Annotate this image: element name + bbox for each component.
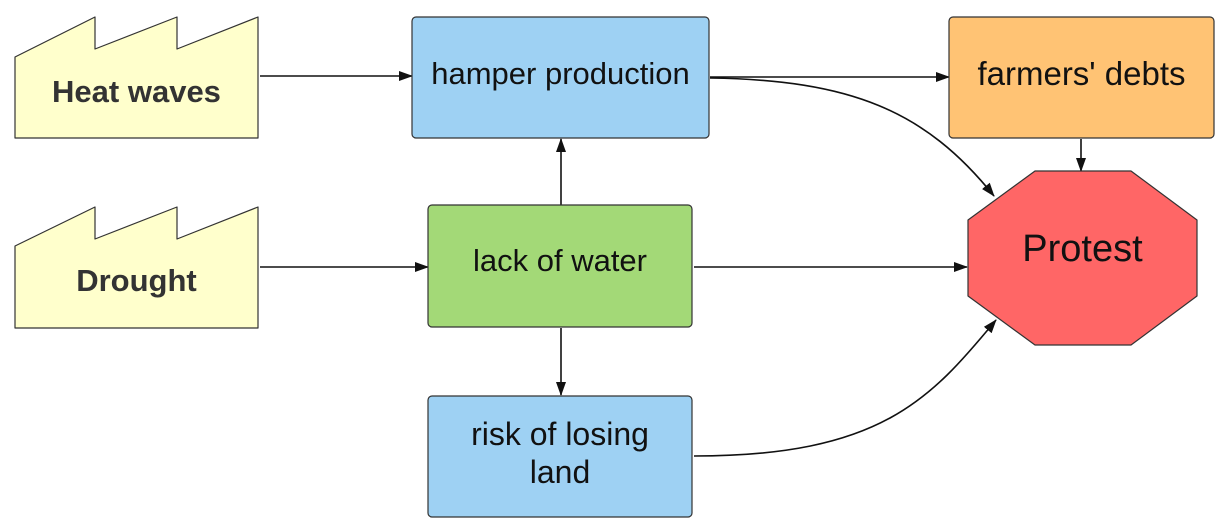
edge-risk-of-losing-land-to-protest (693, 319, 997, 457)
edges-group (260, 71, 1086, 457)
hamper-production-box[interactable] (411, 16, 710, 139)
edge-hamper-production-to-protest (709, 77, 995, 197)
heat-waves-factory-shape[interactable] (14, 16, 259, 139)
risk-of-losing-land-box[interactable] (427, 395, 693, 518)
protest-octagon[interactable] (967, 170, 1198, 346)
farmers-debts-box[interactable] (948, 16, 1215, 139)
drought-factory-shape[interactable] (14, 206, 259, 329)
lack-of-water-box[interactable] (427, 204, 693, 328)
